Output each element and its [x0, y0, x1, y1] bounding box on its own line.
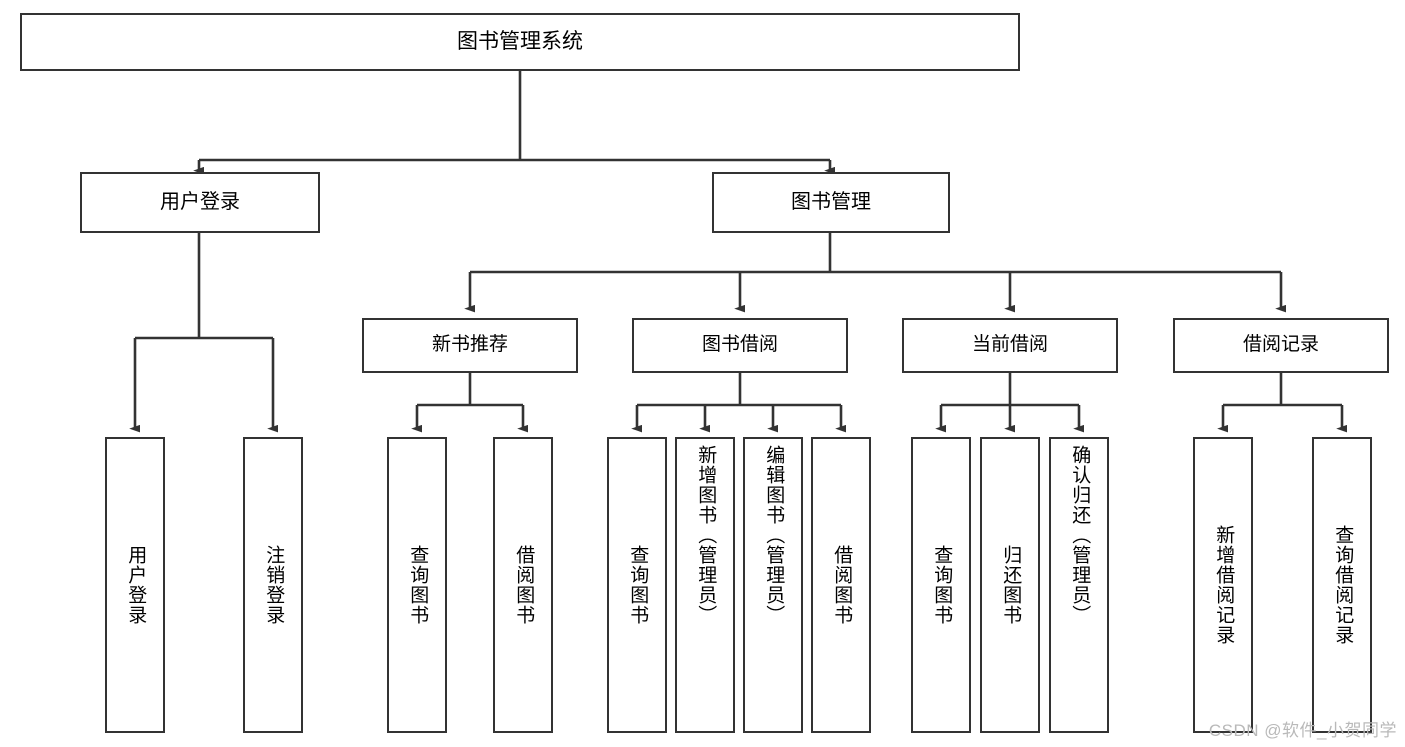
node-label: 新增图书（管理员）	[695, 445, 717, 625]
leaf-add-book-admin[interactable]: 新增图书（管理员）	[675, 437, 735, 733]
leaf-query-borrow-record[interactable]: 查询借阅记录	[1312, 437, 1372, 733]
leaf-query-book-current[interactable]: 查询图书	[911, 437, 971, 733]
node-label: 图书管理	[791, 190, 871, 213]
node-book-borrow[interactable]: 图书借阅	[632, 318, 848, 373]
node-label: 查询图书	[407, 545, 429, 625]
node-label: 借阅记录	[1242, 334, 1319, 356]
node-root-book-management-system[interactable]: 图书管理系统	[20, 13, 1020, 71]
node-new-book-recommend[interactable]: 新书推荐	[362, 318, 578, 373]
node-label: 注销登录	[263, 545, 285, 625]
leaf-query-book-borrow[interactable]: 查询图书	[607, 437, 667, 733]
node-label: 确认归还（管理员）	[1069, 445, 1091, 625]
node-label: 用户登录	[125, 545, 147, 625]
leaf-borrow-book-borrow[interactable]: 借阅图书	[811, 437, 871, 733]
node-book-management[interactable]: 图书管理	[712, 172, 950, 233]
node-label: 图书借阅	[701, 334, 778, 356]
node-label: 图书管理系统	[457, 29, 583, 53]
leaf-query-book-recommend[interactable]: 查询图书	[387, 437, 447, 733]
leaf-edit-book-admin[interactable]: 编辑图书（管理员）	[743, 437, 803, 733]
node-label: 新增借阅记录	[1213, 525, 1235, 645]
node-current-borrow[interactable]: 当前借阅	[902, 318, 1118, 373]
leaf-logout-login[interactable]: 注销登录	[243, 437, 303, 733]
leaf-borrow-book-recommend[interactable]: 借阅图书	[493, 437, 553, 733]
node-label: 新书推荐	[431, 334, 508, 356]
node-label: 查询图书	[627, 545, 649, 625]
leaf-confirm-return-admin[interactable]: 确认归还（管理员）	[1049, 437, 1109, 733]
node-label: 借阅图书	[831, 545, 853, 625]
node-user-login[interactable]: 用户登录	[80, 172, 320, 233]
node-borrow-record[interactable]: 借阅记录	[1173, 318, 1389, 373]
node-label: 查询借阅记录	[1332, 525, 1354, 645]
leaf-add-borrow-record[interactable]: 新增借阅记录	[1193, 437, 1253, 733]
node-label: 编辑图书（管理员）	[763, 445, 785, 625]
leaf-user-login[interactable]: 用户登录	[105, 437, 165, 733]
node-label: 借阅图书	[513, 545, 535, 625]
node-label: 当前借阅	[971, 334, 1048, 356]
node-label: 归还图书	[1000, 545, 1022, 625]
leaf-return-book[interactable]: 归还图书	[980, 437, 1040, 733]
node-label: 查询图书	[931, 545, 953, 625]
csdn-watermark: CSDN @软件_小贺同学	[1208, 721, 1397, 740]
node-label: 用户登录	[160, 190, 240, 213]
